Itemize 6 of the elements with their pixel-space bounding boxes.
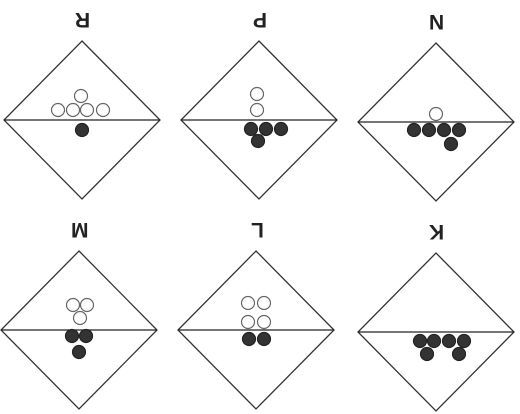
diagram-letter: N (429, 10, 445, 32)
diagram-letter: R (75, 8, 91, 30)
diagram-letter: L (250, 218, 264, 240)
diagram-letter: M (71, 218, 89, 240)
diagram-letter: K (429, 220, 445, 242)
diagram-letter: P (252, 8, 267, 30)
